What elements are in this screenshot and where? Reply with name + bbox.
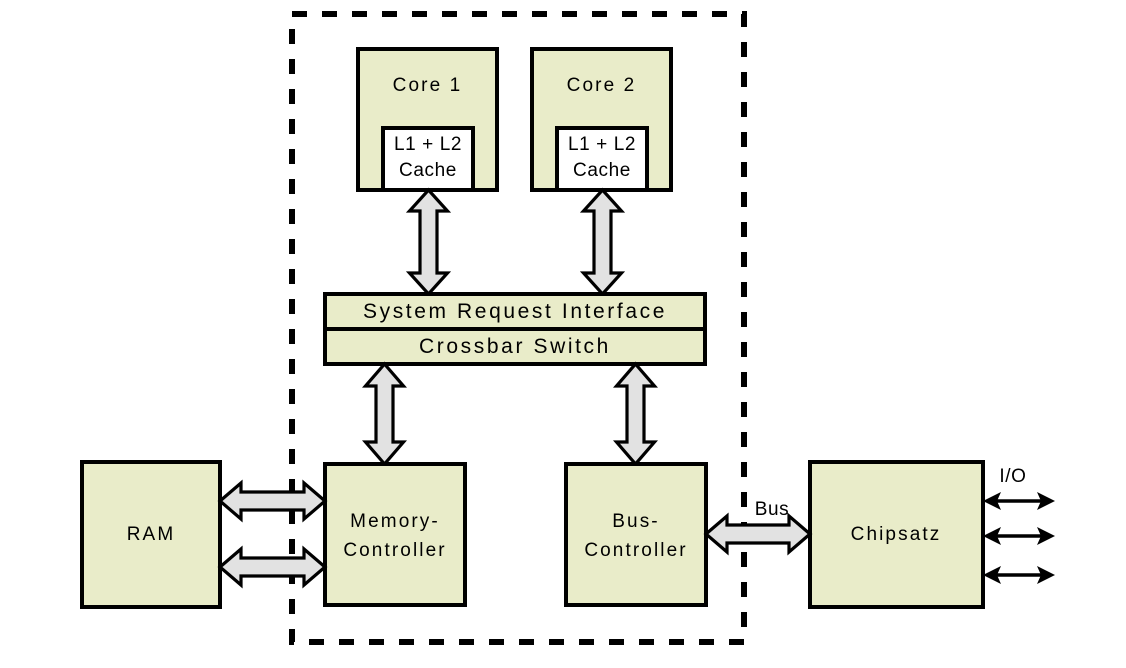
arrow-ram-to-memory-controller-upper bbox=[217, 479, 328, 523]
io-arrow-2-head-left bbox=[983, 527, 1001, 545]
arrow-bus-controller-to-chipset bbox=[703, 512, 813, 556]
io-arrow-3-head-right bbox=[1037, 566, 1055, 584]
io-arrow-3-head-left bbox=[983, 566, 1001, 584]
arrow-crossbar-to-memory-controller bbox=[362, 361, 407, 467]
core-1-cache-label-line1: L1 + L2 bbox=[394, 134, 462, 155]
bus-edge-label: Bus bbox=[755, 499, 790, 520]
memory-controller-box[interactable] bbox=[323, 462, 467, 607]
arrow-ram-to-memory-controller-lower bbox=[217, 545, 328, 589]
core-1-cache-label-line2: Cache bbox=[399, 160, 457, 181]
chipset-label: Chipsatz bbox=[851, 524, 942, 545]
core-2-cache-label-line1: L1 + L2 bbox=[568, 134, 636, 155]
io-edge-label: I/O bbox=[999, 466, 1026, 487]
bus-controller-label-line1: Bus- bbox=[612, 511, 659, 532]
arrow-core2-to-sri bbox=[579, 187, 626, 297]
memory-controller-label-line1: Memory- bbox=[350, 511, 440, 532]
core-2-cache-box[interactable] bbox=[555, 126, 649, 192]
memory-controller-label-line2: Controller bbox=[343, 540, 446, 561]
core-1-label: Core 1 bbox=[393, 75, 463, 96]
ram-label: RAM bbox=[127, 524, 176, 545]
crossbar-switch-label: Crossbar Switch bbox=[419, 335, 611, 358]
arrow-crossbar-to-bus-controller bbox=[613, 361, 658, 467]
bus-controller-box[interactable] bbox=[564, 462, 708, 607]
core-2-label: Core 2 bbox=[567, 75, 637, 96]
ram-box[interactable] bbox=[80, 460, 222, 609]
system-request-interface-label: System Request Interface bbox=[363, 300, 667, 323]
bus-controller-label-line2: Controller bbox=[584, 540, 687, 561]
io-arrow-2-head-right bbox=[1037, 527, 1055, 545]
crossbar-switch-box[interactable] bbox=[323, 327, 707, 366]
arrow-core1-to-sri bbox=[405, 187, 452, 297]
core-2-cache-label-line2: Cache bbox=[573, 160, 631, 181]
io-arrow-1-head-right bbox=[1037, 492, 1055, 510]
io-arrow-1-head-left bbox=[983, 492, 1001, 510]
